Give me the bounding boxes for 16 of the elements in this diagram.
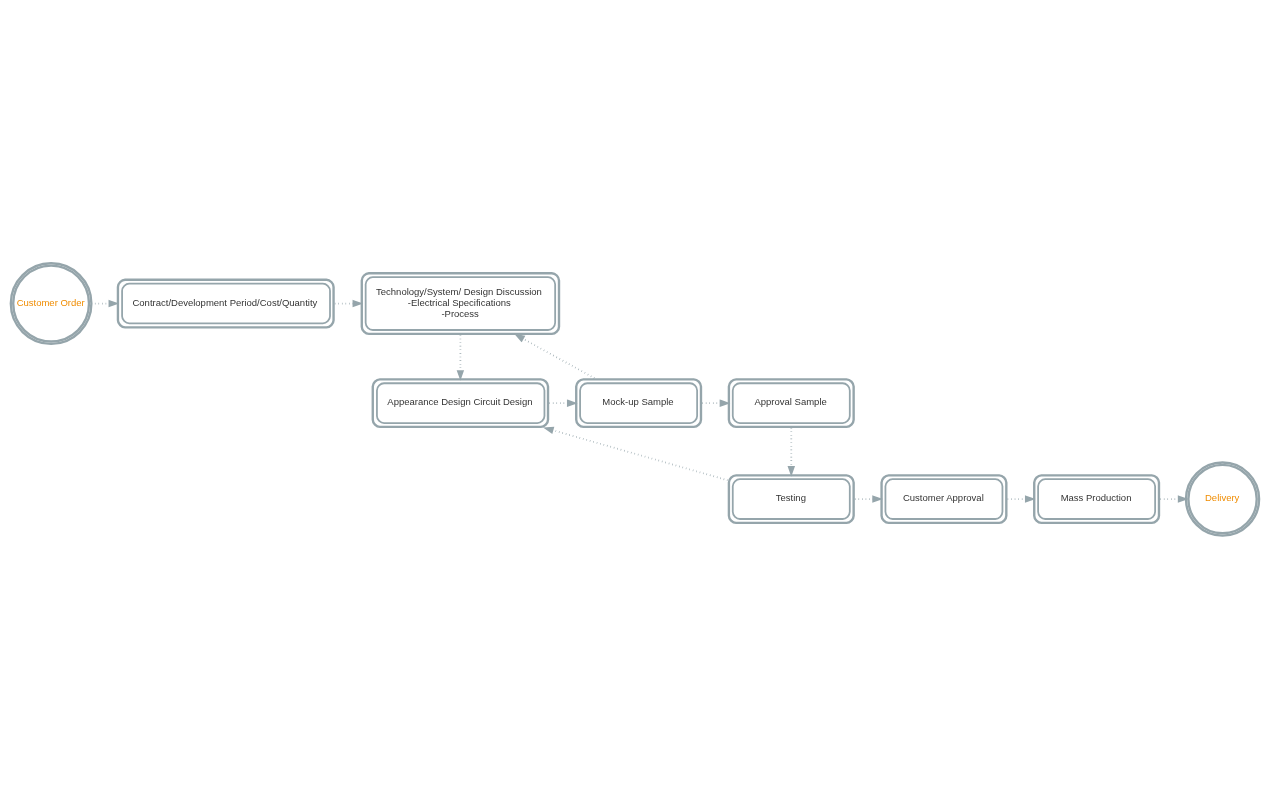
arrow — [1159, 495, 1189, 503]
node-box: Testing — [727, 474, 855, 525]
node-box: Contract/Development Period/Cost/Quantity — [116, 278, 335, 329]
node-box: Approval Sample — [727, 378, 855, 429]
node-box: Appearance Design Circuit Design — [371, 378, 550, 429]
arrow — [548, 399, 578, 407]
node-box: Technology/System/ Design Discussion -Electrical Specifications -Process — [360, 272, 561, 336]
arrow — [514, 333, 596, 379]
arrow — [701, 399, 731, 407]
arrow — [787, 427, 796, 477]
node-box: Customer Approval — [880, 474, 1008, 525]
node-box: Mass Production — [1033, 474, 1161, 525]
arrow — [854, 495, 883, 503]
arrow — [456, 334, 465, 381]
node-box: Mock-up Sample — [575, 378, 703, 429]
arrow — [543, 426, 729, 482]
